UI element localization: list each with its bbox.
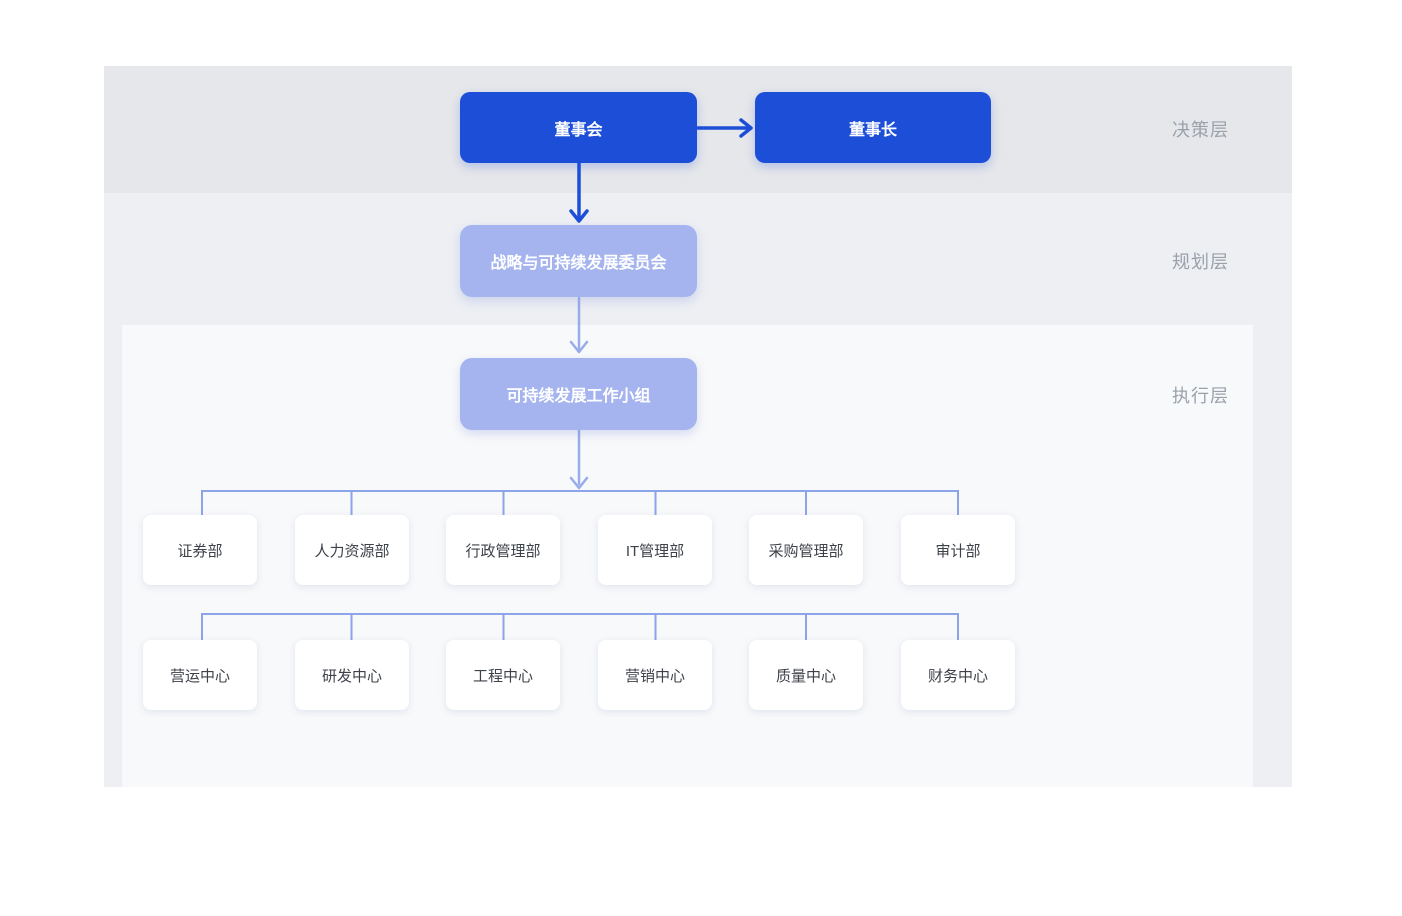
node-chairman: 董事长 — [755, 92, 991, 163]
node-securities-dept: 证券部 — [143, 515, 257, 585]
node-procurement-dept: 采购管理部 — [749, 515, 863, 585]
planning-layer-label: 规划层 — [1172, 252, 1229, 272]
node-engineering-center: 工程中心 — [446, 640, 560, 710]
arrow-board-to-chairman — [696, 118, 753, 138]
decision-layer-label: 决策层 — [1172, 120, 1229, 140]
node-it-dept: IT管理部 — [598, 515, 712, 585]
node-sustainability-workgroup: 可持续发展工作小组 — [460, 358, 697, 430]
node-finance-center: 财务中心 — [901, 640, 1015, 710]
node-quality-center: 质量中心 — [749, 640, 863, 710]
centers-connector-bar — [201, 613, 959, 640]
node-board-of-directors: 董事会 — [460, 92, 697, 163]
node-rnd-center: 研发中心 — [295, 640, 409, 710]
node-operations-center: 营运中心 — [143, 640, 257, 710]
node-strategy-sustainability-committee: 战略与可持续发展委员会 — [460, 225, 697, 297]
execution-layer-label: 执行层 — [1172, 386, 1229, 406]
node-admin-dept: 行政管理部 — [446, 515, 560, 585]
node-hr-dept: 人力资源部 — [295, 515, 409, 585]
arrow-committee-to-workgroup — [569, 296, 589, 354]
arrow-board-to-committee — [569, 161, 589, 223]
departments-connector-bar — [201, 490, 959, 515]
node-audit-dept: 审计部 — [901, 515, 1015, 585]
arrow-workgroup-to-departments — [569, 428, 589, 490]
node-marketing-center: 营销中心 — [598, 640, 712, 710]
